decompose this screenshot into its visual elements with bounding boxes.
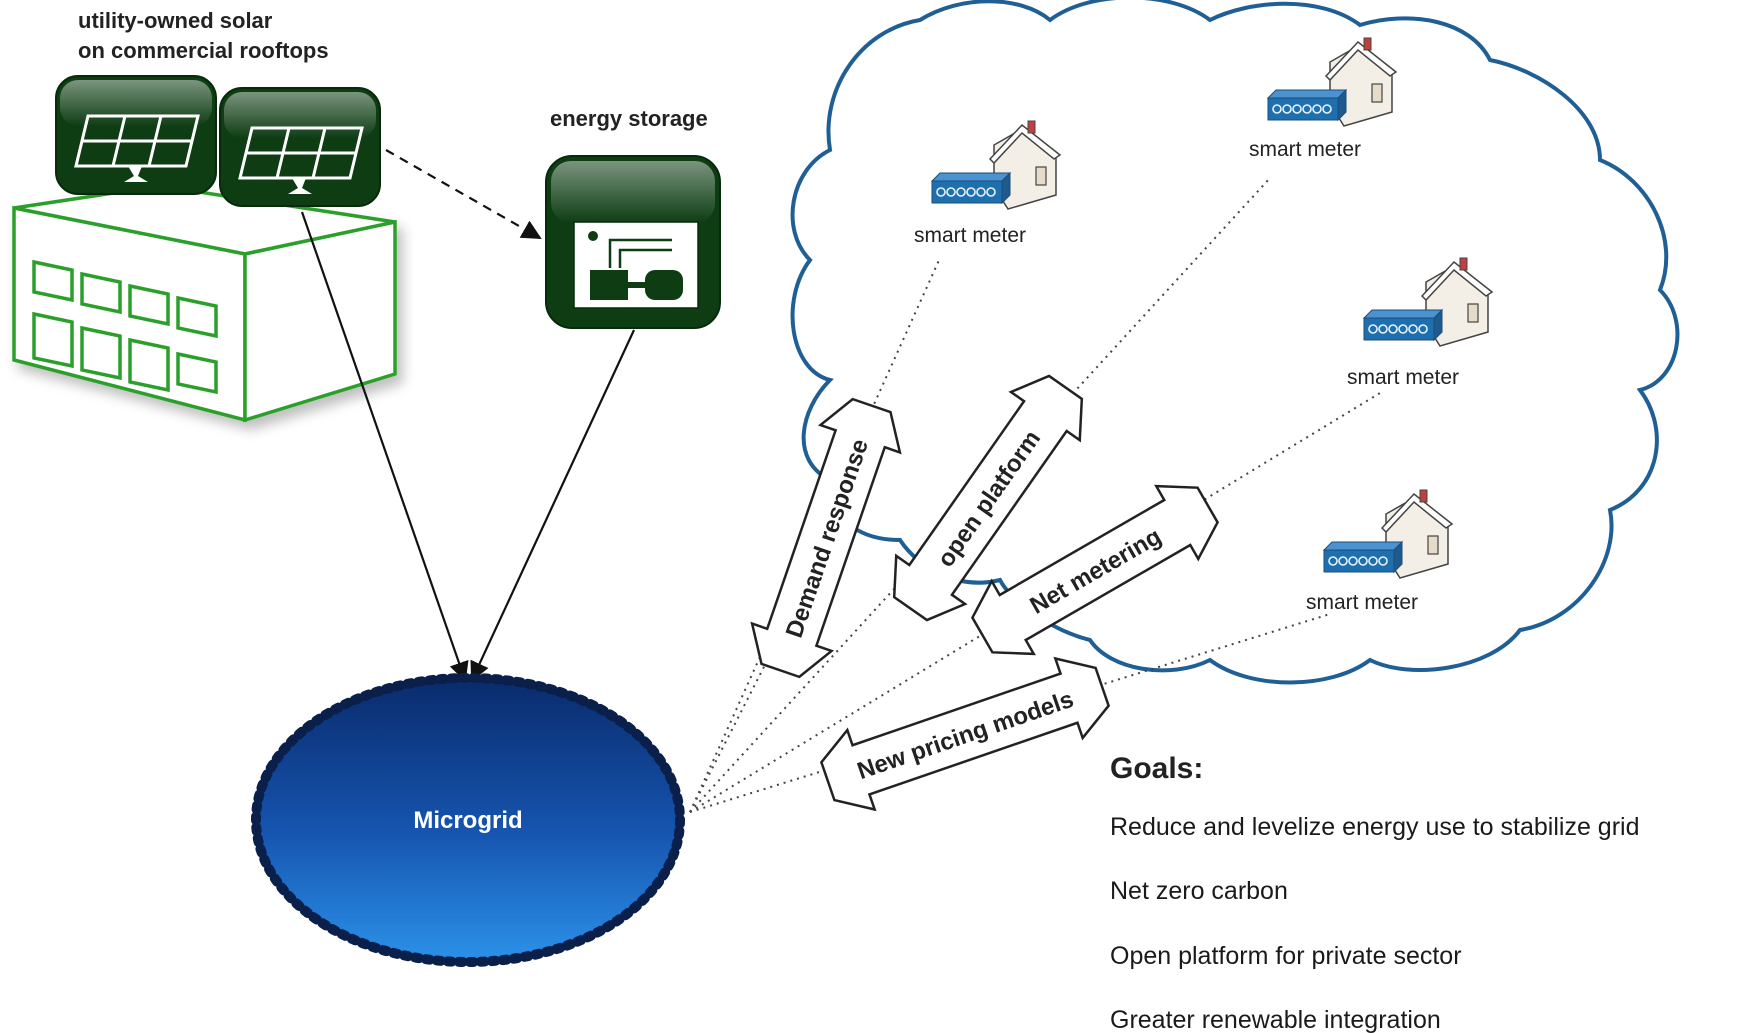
solar-label-line1: utility-owned solar xyxy=(78,8,273,33)
solar-panel-icon xyxy=(54,74,218,196)
commercial-building xyxy=(12,184,397,423)
goals-heading: Goals: xyxy=(1110,752,1203,785)
goal-item-1: Reduce and levelize energy use to stabil… xyxy=(1110,813,1639,841)
smart-meter-label-3: smart meter xyxy=(1347,366,1459,389)
energy-storage-icon xyxy=(545,155,721,329)
goal-item-2: Net zero carbon xyxy=(1110,877,1288,905)
solar-panel-icon xyxy=(218,86,382,208)
solar-label-line2: on commercial rooftops xyxy=(78,38,329,63)
goal-item-3: Open platform for private sector xyxy=(1110,942,1462,970)
goals-panel: Goals: Reduce and levelize energy use to… xyxy=(1110,752,1639,1033)
power-flow-arrows xyxy=(300,149,635,682)
smart-meter-label-4: smart meter xyxy=(1306,591,1418,614)
microgrid-node: Microgrid xyxy=(251,673,685,967)
storage-label: energy storage xyxy=(550,106,708,131)
microgrid-label: Microgrid xyxy=(413,807,522,834)
pricing-models-arrow: New pricing models xyxy=(819,656,1111,812)
goal-item-4: Greater renewable integration xyxy=(1110,1006,1441,1033)
smart-meter-label-1: smart meter xyxy=(914,224,1026,247)
dotted-links xyxy=(689,177,1381,813)
smart-meter-label-2: smart meter xyxy=(1249,138,1361,161)
